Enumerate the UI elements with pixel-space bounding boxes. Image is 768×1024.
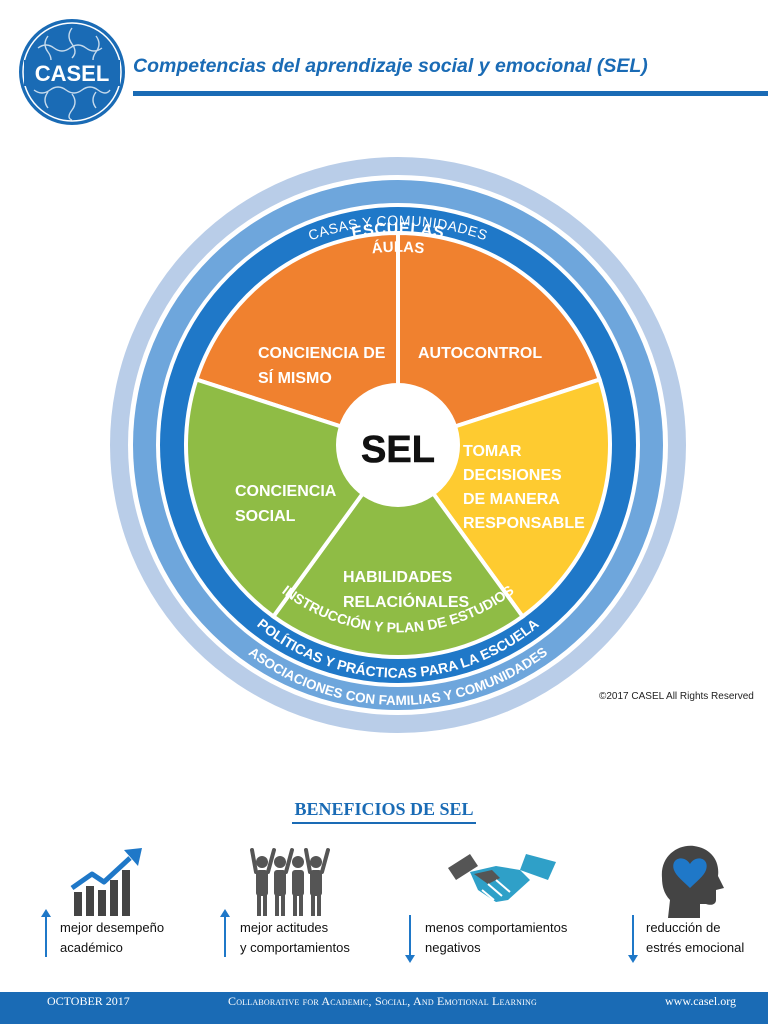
ring-label-inner-top: ÁULAS	[371, 239, 425, 258]
benefit-1-line2: académico	[60, 940, 123, 955]
logo-text: CASEL	[35, 61, 110, 86]
benefit-2-line1: mejor actitudes	[240, 920, 329, 935]
benefits-title: BENEFICIOS DE SEL	[0, 799, 768, 824]
bar-chart-up-icon	[70, 848, 142, 916]
benefit-text-1: mejor desempeño académico	[60, 918, 164, 958]
benefit-4-line1: reducción de	[646, 920, 721, 935]
copyright-notice: ©2017 CASEL All Rights Reserved	[599, 691, 754, 702]
people-group-icon	[250, 848, 330, 916]
segment-label-2: AUTOCONTROL	[418, 345, 542, 362]
benefit-text-3: menos comportamientos negativos	[425, 918, 567, 958]
segment-4	[270, 441, 526, 659]
benefit-3-line2: negativos	[425, 940, 481, 955]
title-divider	[133, 91, 768, 96]
benefit-1-line1: mejor desempeño	[60, 920, 165, 935]
arrow-up-icon-2	[220, 909, 230, 957]
center-circle	[336, 383, 460, 507]
arrow-down-icon-2	[628, 915, 638, 963]
head-heart-icon	[661, 845, 724, 918]
page-title: Competencias del aprendizaje social y em…	[133, 55, 648, 77]
casel-logo: CASEL	[19, 19, 125, 125]
benefit-text-4: reducción de estrés emocional	[646, 918, 744, 958]
benefit-3-line1: menos comportamientos	[425, 920, 568, 935]
benefit-2-line2: y comportamientos	[240, 940, 350, 955]
handshake-icon	[448, 854, 556, 902]
footer-organization: Collaborative for Academic, Social, And …	[228, 994, 537, 1008]
center-label: SEL	[361, 429, 435, 471]
footer-website-link[interactable]: www.casel.org	[665, 994, 736, 1008]
segment-1	[193, 230, 400, 448]
arrow-up-icon	[41, 909, 51, 957]
arrow-down-icon	[405, 915, 415, 963]
benefits-title-text: BENEFICIOS DE SEL	[292, 799, 476, 824]
benefit-4-line2: estrés emocional	[646, 940, 745, 955]
segment-2	[396, 230, 603, 448]
footer-date: OCTOBER 2017	[47, 994, 130, 1008]
footer-bar	[0, 992, 768, 1024]
benefit-text-2: mejor actitudes y comportamientos	[240, 918, 350, 958]
